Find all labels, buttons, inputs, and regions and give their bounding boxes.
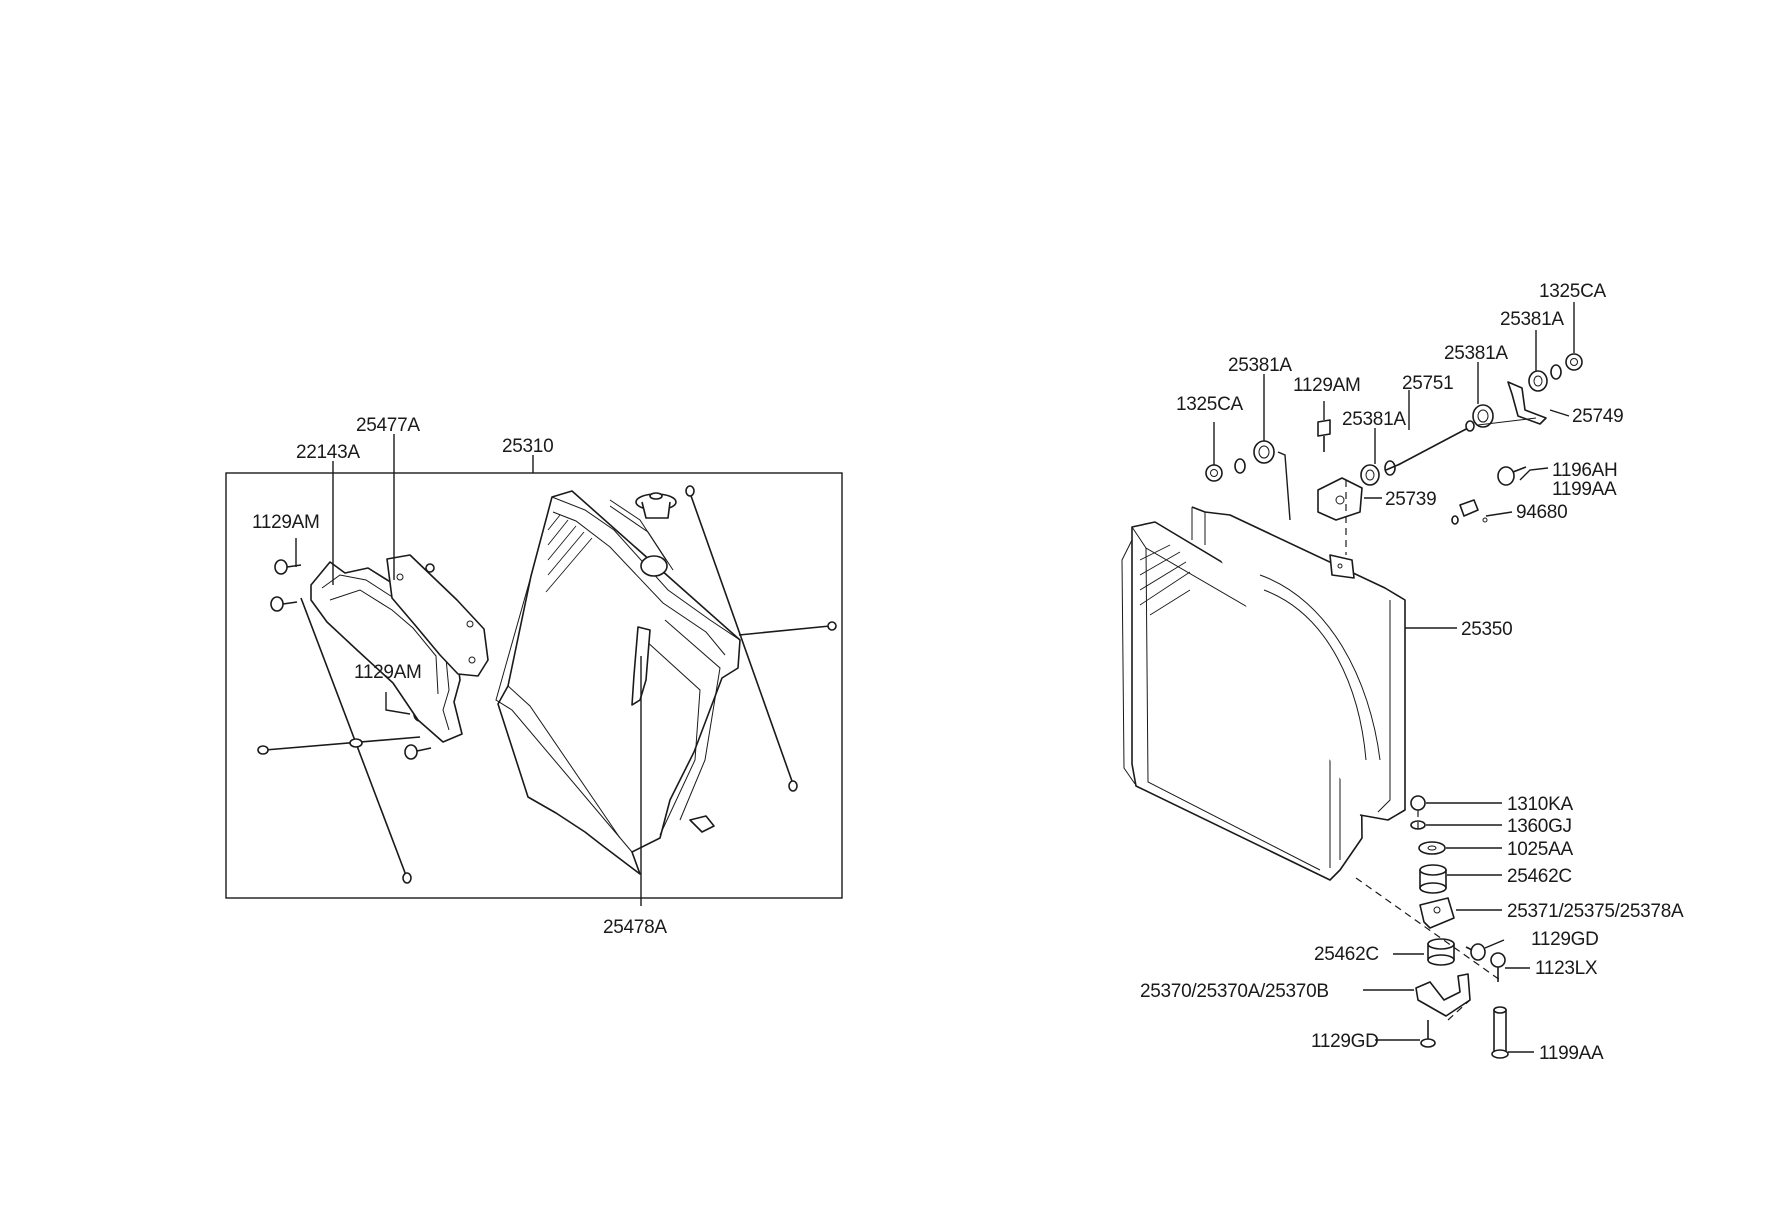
radiator-cap — [635, 492, 677, 519]
label-25350: 25350 — [1461, 619, 1512, 640]
label-25381A-left: 25381A — [1228, 355, 1292, 376]
left-assembly: 25477A 22143A 25310 1129AM 1129AM 25478A — [225, 415, 843, 938]
label-25739: 25739 — [1385, 489, 1436, 510]
label-1129GD-upper: 1129GD — [1531, 929, 1599, 950]
radiator-25310 — [495, 490, 741, 875]
label-25462C-upper: 25462C — [1507, 866, 1572, 887]
label-1310KA: 1310KA — [1507, 794, 1573, 815]
label-1325CA-left: 1325CA — [1176, 394, 1243, 415]
left-leader-lines — [295, 434, 642, 906]
tie-rods-right — [685, 485, 837, 792]
label-1129AM-lower: 1129AM — [354, 662, 422, 683]
shroud-cover-25477A — [386, 554, 489, 677]
label-25462C-lower: 25462C — [1314, 944, 1379, 965]
bolt-1129AM-upper — [270, 559, 302, 612]
right-assembly: 1325CA 25381A 25381A 25381A 1129AM 25751… — [1121, 281, 1684, 1064]
label-25381A-right: 25381A — [1444, 343, 1508, 364]
lower-mount-parts — [1410, 795, 1509, 1059]
assembly-dashed-lines — [1345, 417, 1537, 1021]
label-25751: 25751 — [1402, 373, 1453, 394]
label-1196AH: 1196AH — [1552, 460, 1617, 481]
label-25370-25370A-25370B: 25370/25370A/25370B — [1140, 981, 1329, 1002]
right-leader-lines — [1213, 302, 1575, 1053]
tie-rods-left — [257, 597, 421, 884]
top-mount-parts — [1205, 353, 1583, 525]
label-1025AA: 1025AA — [1507, 839, 1573, 860]
label-25310: 25310 — [502, 436, 553, 457]
label-1129GD-lower: 1129GD — [1311, 1031, 1379, 1052]
label-25749: 25749 — [1572, 406, 1623, 427]
label-1360GJ: 1360GJ — [1507, 816, 1572, 837]
label-25371-25375-25378A: 25371/25375/25378A — [1507, 901, 1684, 922]
radiator-25350 — [1121, 506, 1406, 881]
label-1199AA-bottom: 1199AA — [1539, 1043, 1604, 1064]
label-25477A: 25477A — [356, 415, 420, 436]
label-25381A-middle: 25381A — [1342, 409, 1406, 430]
label-25478A: 25478A — [603, 917, 667, 938]
label-22143A: 22143A — [296, 442, 360, 463]
label-25381A-upper-right: 25381A — [1500, 309, 1564, 330]
assembly-frame-box — [225, 472, 843, 899]
label-1129AM-upper: 1129AM — [252, 512, 320, 533]
label-1199AA-top: 1199AA — [1552, 479, 1617, 500]
label-1325CA-top: 1325CA — [1539, 281, 1606, 302]
label-94680: 94680 — [1516, 502, 1567, 523]
label-1123LX: 1123LX — [1535, 958, 1598, 979]
label-1129AM-right: 1129AM — [1293, 375, 1361, 396]
